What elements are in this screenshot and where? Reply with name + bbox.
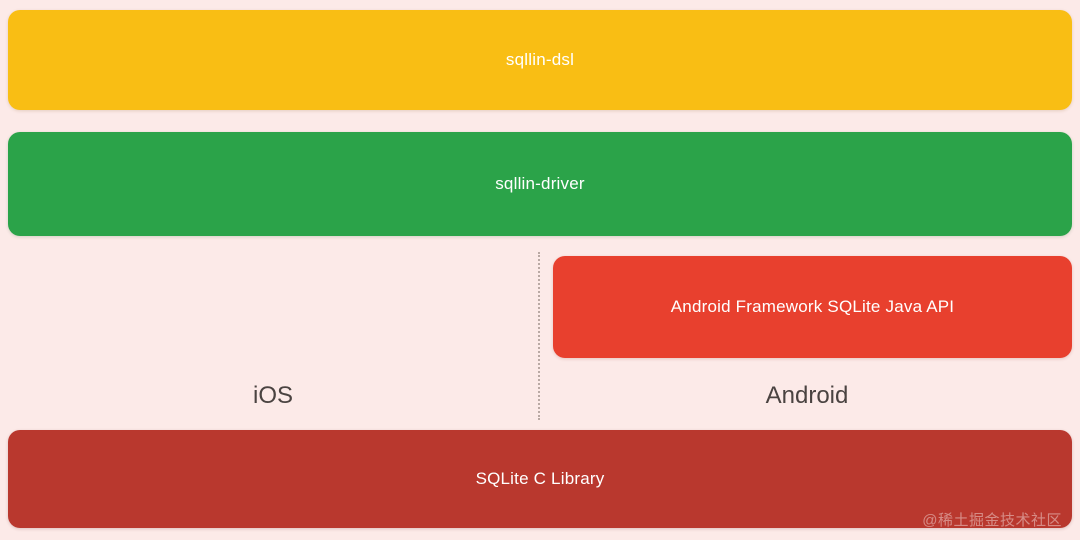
- layer-android-framework-sqlite-java-api-label: Android Framework SQLite Java API: [670, 297, 955, 316]
- platform-band: [0, 240, 1080, 426]
- layer-sqlite-c-library: SQLite C Library: [8, 430, 1072, 528]
- watermark: @稀土掘金技术社区: [922, 512, 1062, 529]
- platform-label-ios: iOS: [252, 382, 293, 409]
- layer-sqllin-driver-label: sqllin-driver: [495, 174, 585, 193]
- layer-sqllin-driver: sqllin-driver: [8, 132, 1072, 236]
- layer-android-framework-sqlite-java-api: Android Framework SQLite Java API: [553, 256, 1072, 358]
- platform-divider: [538, 252, 540, 420]
- layer-sqllin-dsl-label: sqllin-dsl: [505, 50, 575, 69]
- layer-sqllin-dsl: sqllin-dsl: [8, 10, 1072, 110]
- layer-sqlite-c-library-label: SQLite C Library: [475, 469, 605, 488]
- platform-label-android: Android: [765, 382, 849, 409]
